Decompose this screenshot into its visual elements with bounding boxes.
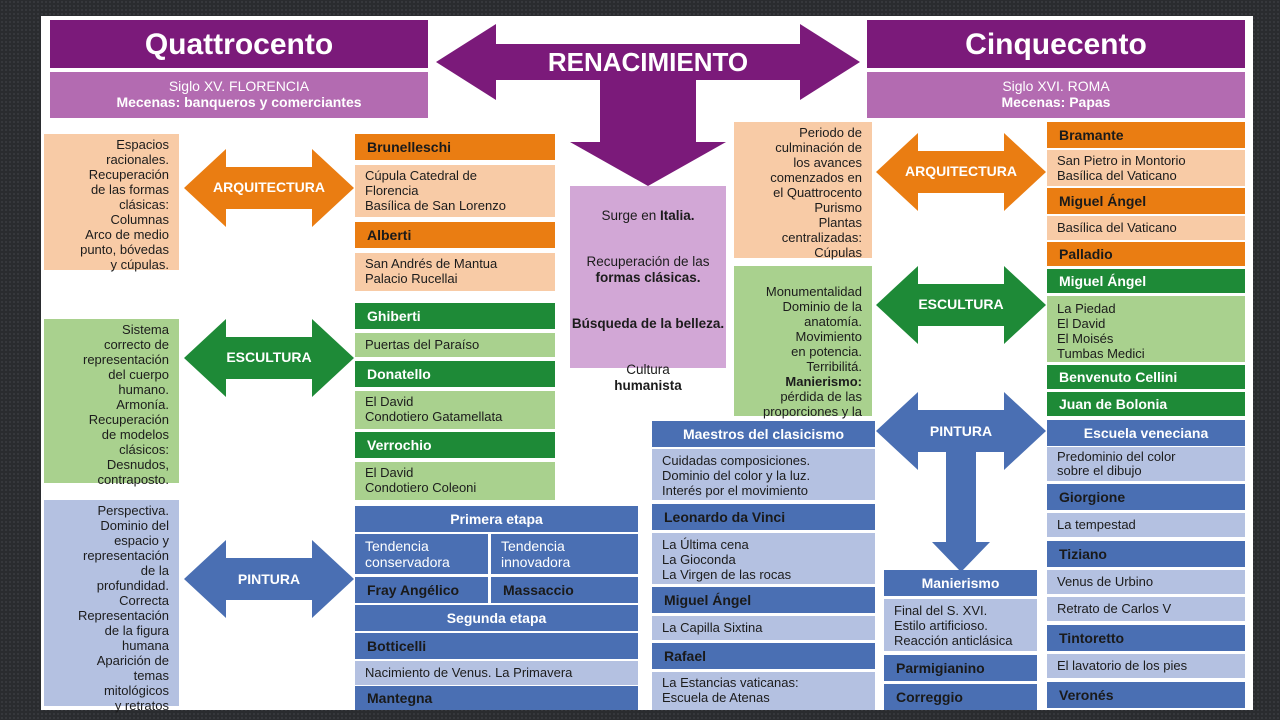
artist-correggio: Correggio <box>884 684 1037 710</box>
quattro-sculpture-desc: Sistema correcto de representación del c… <box>44 319 179 487</box>
bramante-works: San Pietro in Montorio Basílica del Vati… <box>1047 150 1245 186</box>
manierismo-desc: Final del S. XVI. Estilo artificioso. Re… <box>884 599 1037 651</box>
maestros-del-clasicismo: Maestros del clasicismo <box>652 421 875 447</box>
cinquecento-title: Cinquecento <box>867 20 1245 68</box>
tintoretto-works: El lavatorio de los pies <box>1047 654 1245 678</box>
segunda-etapa: Segunda etapa <box>355 605 638 631</box>
quattro-architecture-label: ARQUITECTURA <box>213 179 325 195</box>
manierismo-header: Manierismo <box>884 570 1037 596</box>
quattro-painting-desc: Perspectiva. Dominio del espacio y repre… <box>44 500 179 713</box>
cinquecento-subtitle: Siglo XVI. ROMA Mecenas: Papas <box>867 72 1245 118</box>
artist-leonardo: Leonardo da Vinci <box>652 504 875 530</box>
artist-miguel-angel-esc: Miguel Ángel <box>1047 269 1245 293</box>
quattro-sculpture-label: ESCULTURA <box>226 349 312 365</box>
verrochio-works: El David Condotiero Coleoni <box>355 462 555 500</box>
tiziano-work-carlos: Retrato de Carlos V <box>1047 597 1245 621</box>
rafael-works: La Estancias vaticanas: Escuela de Atena… <box>652 672 875 710</box>
artist-juan-de-bolonia: Juan de Bolonia <box>1047 392 1245 416</box>
donatello-works: El David Condotiero Gatamellata <box>355 391 555 429</box>
tendencia-conservadora: Tendencia conservadora <box>355 534 488 574</box>
artist-ghiberti: Ghiberti <box>355 303 555 329</box>
quattro-painting-label: PINTURA <box>237 571 301 587</box>
alberti-works: San Andrés de Mantua Palacio Rucellai <box>355 253 555 291</box>
renacimiento-title: RENACIMIENTO <box>547 47 749 77</box>
renacimiento-summary-box: Surge en Italia. Recuperación de las for… <box>570 186 726 393</box>
cinquecento-century: Siglo XVI. ROMA <box>1002 78 1110 94</box>
cinque-sculpture-desc-a: Monumentalidad Dominio de la anatomía. M… <box>765 284 862 374</box>
cinque-sculpture-arrow <box>876 266 1046 344</box>
summary-recovery: Recuperación de las formas clásicas. <box>570 254 726 286</box>
artist-botticelli: Botticelli <box>355 633 638 659</box>
quattro-sculpture-arrow <box>184 319 354 397</box>
primera-etapa: Primera etapa <box>355 506 638 532</box>
artist-brunelleschi: Brunelleschi <box>355 134 555 160</box>
summary-origin: Surge en Italia. <box>570 208 726 224</box>
artist-rafael: Rafael <box>652 643 875 669</box>
quattro-architecture-arrow <box>184 149 354 227</box>
quattrocento-title: Quattrocento <box>50 20 428 68</box>
artist-verrochio: Verrochio <box>355 432 555 458</box>
artist-miguel-angel-pin: Miguel Ángel <box>652 587 875 613</box>
artist-miguel-angel-arq: Miguel Ángel <box>1047 188 1245 214</box>
tiziano-work-venus: Venus de Urbino <box>1047 570 1245 594</box>
veneciana-desc: Predominio del color sobre el dibujo <box>1047 447 1245 481</box>
summary-culture-humanist: humanista <box>614 378 682 393</box>
cinque-painting-label: PINTURA <box>929 423 993 439</box>
quattrocento-century: Siglo XV. FLORENCIA <box>168 78 310 94</box>
tendencia-innovadora: Tendencia innovadora <box>491 534 638 574</box>
cinque-sculpture-label: ESCULTURA <box>918 296 1004 312</box>
cinque-sculpture-desc: Monumentalidad Dominio de la anatomía. M… <box>734 266 872 434</box>
cinque-architecture-label: ARQUITECTURA <box>905 163 1017 179</box>
artist-tintoretto: Tintoretto <box>1047 625 1245 651</box>
maestros-desc: Cuidadas composiciones. Dominio del colo… <box>652 449 875 500</box>
giorgione-works: La tempestad <box>1047 513 1245 537</box>
miguel-angel-arq-works: Basílica del Vaticano <box>1047 216 1245 240</box>
cinque-sculpture-manierismo: Manierismo: <box>785 374 862 389</box>
summary-origin-italy: Italia. <box>660 208 695 223</box>
artist-verones: Veronés <box>1047 682 1245 708</box>
artist-palladio: Palladio <box>1047 242 1245 266</box>
quattrocento-patrons: Mecenas: banqueros y comerciantes <box>116 94 362 110</box>
miguel-angel-pin-works: La Capilla Sixtina <box>652 616 875 640</box>
artist-tiziano: Tiziano <box>1047 541 1245 567</box>
miguel-angel-esc-works: La Piedad El David El Moisés Tumbas Medi… <box>1047 296 1245 362</box>
summary-recovery-text: Recuperación de las <box>586 254 710 269</box>
brunelleschi-works: Cúpula Catedral de Florencia Basílica de… <box>355 165 555 217</box>
artist-benvenuto-cellini: Benvenuto Cellini <box>1047 365 1245 389</box>
cinque-architecture-desc: Periodo de culminación de los avances co… <box>734 122 872 260</box>
artist-massaccio: Massaccio <box>491 577 638 603</box>
artist-giorgione: Giorgione <box>1047 484 1245 510</box>
artist-donatello: Donatello <box>355 361 555 387</box>
cinque-painting-arrow <box>876 392 1046 572</box>
quattrocento-subtitle: Siglo XV. FLORENCIA Mecenas: banqueros y… <box>50 72 428 118</box>
summary-culture-text: Cultura <box>626 362 670 377</box>
cinque-architecture-arrow <box>876 133 1046 211</box>
renacimiento-arrow <box>436 24 860 186</box>
artist-parmigianino: Parmigianino <box>884 655 1037 681</box>
leonardo-works: La Última cena La Gioconda La Virgen de … <box>652 533 875 584</box>
botticelli-works: Nacimiento de Venus. La Primavera <box>355 661 638 685</box>
artist-bramante: Bramante <box>1047 122 1245 148</box>
artist-fray-angelico: Fray Angélico <box>355 577 488 603</box>
summary-beauty: Búsqueda de la belleza. <box>571 316 725 331</box>
concept-map-board: Quattrocento Siglo XV. FLORENCIA Mecenas… <box>41 16 1253 713</box>
quattro-painting-arrow <box>184 540 354 618</box>
quattro-architecture-desc: Espacios racionales. Recuperación de las… <box>44 134 179 272</box>
summary-recovery-forms: formas clásicas. <box>595 270 701 285</box>
artist-mantegna: Mantegna <box>355 686 638 710</box>
cinquecento-patrons: Mecenas: Papas <box>1001 94 1111 110</box>
ghiberti-works: Puertas del Paraíso <box>355 333 555 357</box>
artist-alberti: Alberti <box>355 222 555 248</box>
summary-origin-text: Surge en <box>601 208 661 223</box>
escuela-veneciana: Escuela veneciana <box>1047 420 1245 446</box>
